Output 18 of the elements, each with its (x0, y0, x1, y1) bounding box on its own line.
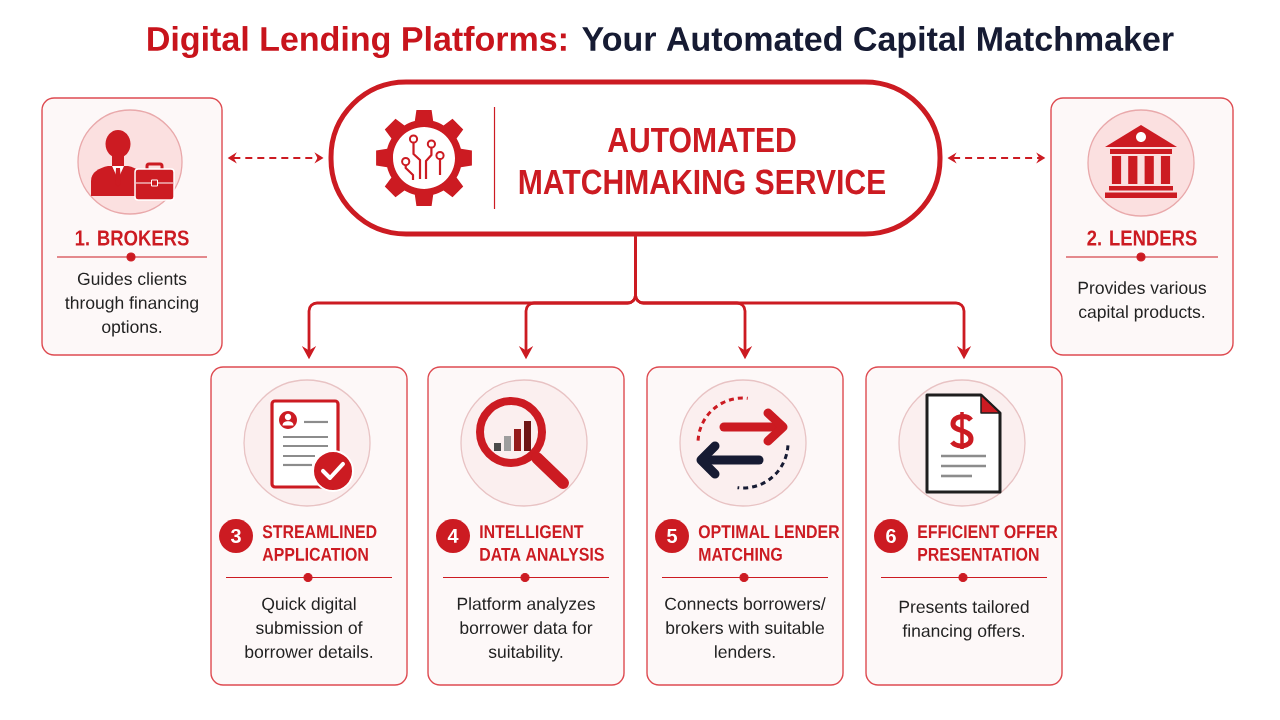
description: Quick digital submission of borrower details. (245, 597, 373, 659)
heading: 2. LENDERS (1087, 230, 1197, 246)
number-badge: 6 (874, 519, 908, 553)
heading: 1. BROKERS (75, 230, 189, 246)
description: Platform analyzes borrower data for suitability. (457, 597, 595, 662)
heading: EFFICIENT OFFER PRESENTATION (918, 525, 1058, 561)
title: Digital Lending Platforms: Your Automated Capital Matchmaker (148, 26, 1174, 58)
number-badge: 3 (219, 519, 253, 553)
heading: OPTIMAL LENDER MATCHING (698, 525, 840, 561)
number-badge: 5 (655, 519, 689, 553)
description: Provides various capital products. (1078, 281, 1206, 322)
description: Presents tailored financing offers. (899, 600, 1029, 641)
service-pill: AUTOMATED MATCHMAKING SERVICE (328, 79, 943, 237)
number-badge: 4 (436, 519, 470, 553)
heading: INTELLIGENT DATA ANALYSIS (480, 525, 604, 561)
description: Guides clients through financing options. (65, 272, 198, 337)
description: Connects borrowers/ brokers with suitable lenders. (665, 597, 826, 659)
heading: STREAMLINED APPLICATION (262, 525, 377, 561)
